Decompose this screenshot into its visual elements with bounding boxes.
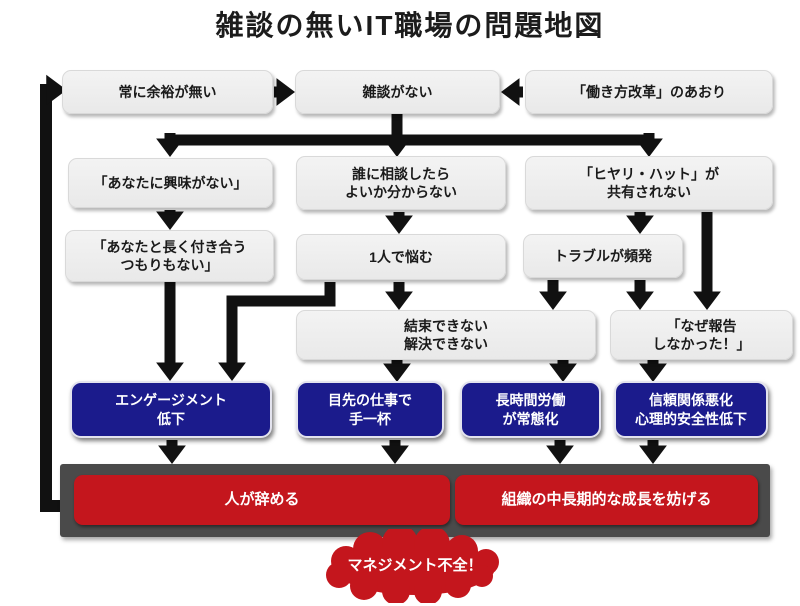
node-why-no-report: 「なぜ報告 しなかった！」 (610, 310, 793, 360)
node-label: トラブルが頻発 (554, 247, 652, 264)
node-frequent-trouble: トラブルが頻発 (523, 234, 683, 278)
node-hiyari-hatto: 「ヒヤリ・ハット」が 共有されない (525, 156, 773, 210)
node-label: 誰に相談したら よいか分からない (345, 165, 457, 200)
node-work-reform: 「働き方改革」のあおり (525, 70, 773, 114)
node-no-chat: 雑談がない (295, 70, 500, 114)
management-failure-bubble: マネジメント不全！ (312, 529, 518, 603)
cloud-shape (326, 529, 499, 603)
node-always-busy: 常に余裕が無い (62, 70, 273, 114)
node-worry-alone: 1人で悩む (296, 234, 506, 280)
node-engagement-down: エンゲージメント 低下 (70, 381, 272, 438)
node-label: 「ヒヤリ・ハット」が 共有されない (579, 165, 719, 200)
page-title: 雑談の無いIT職場の問題地図 (215, 10, 605, 41)
node-label: 信頼関係悪化 心理的安全性低下 (635, 392, 747, 427)
node-label: 「あなたに興味がない」 (93, 174, 248, 191)
node-long-hours: 長時間労働 が常態化 (460, 381, 601, 438)
node-label: 目先の仕事で 手一杯 (328, 392, 412, 427)
node-label: 結束できない 解決できない (404, 317, 488, 352)
node-label: 組織の中長期的な成長を妨げる (501, 491, 712, 509)
node-trust-damage: 信頼関係悪化 心理的安全性低下 (614, 381, 768, 438)
node-label: 「なぜ報告 しなかった！」 (652, 317, 751, 352)
bubble-label: マネジメント不全！ (347, 557, 483, 575)
node-label: 1人で悩む (369, 248, 433, 265)
node-label: 人が辞める (224, 491, 300, 509)
node-unsure-who-to-ask: 誰に相談したら よいか分からない (296, 156, 506, 210)
node-label: エンゲージメント 低下 (115, 392, 227, 427)
node-label: 「働き方改革」のあおり (572, 83, 726, 100)
node-swamped: 目先の仕事で 手一杯 (296, 381, 444, 438)
arrow-feedback-loop (40, 74, 90, 512)
node-people-quit: 人が辞める (74, 475, 450, 525)
node-label: 「あなたと長く付き合う つもりもない」 (92, 238, 247, 273)
node-growth-hindered: 組織の中長期的な成長を妨げる (455, 475, 758, 525)
node-cannot-unite: 結束できない 解決できない (296, 310, 596, 360)
arrow-worry-alone-to-engagement (217, 282, 336, 381)
node-label: 常に余裕が無い (118, 83, 217, 100)
node-no-long-term: 「あなたと長く付き合う つもりもない」 (65, 230, 274, 282)
node-label: 長時間労働 が常態化 (495, 392, 566, 427)
node-label: 雑談がない (362, 83, 433, 100)
node-no-interest: 「あなたに興味がない」 (68, 158, 273, 208)
